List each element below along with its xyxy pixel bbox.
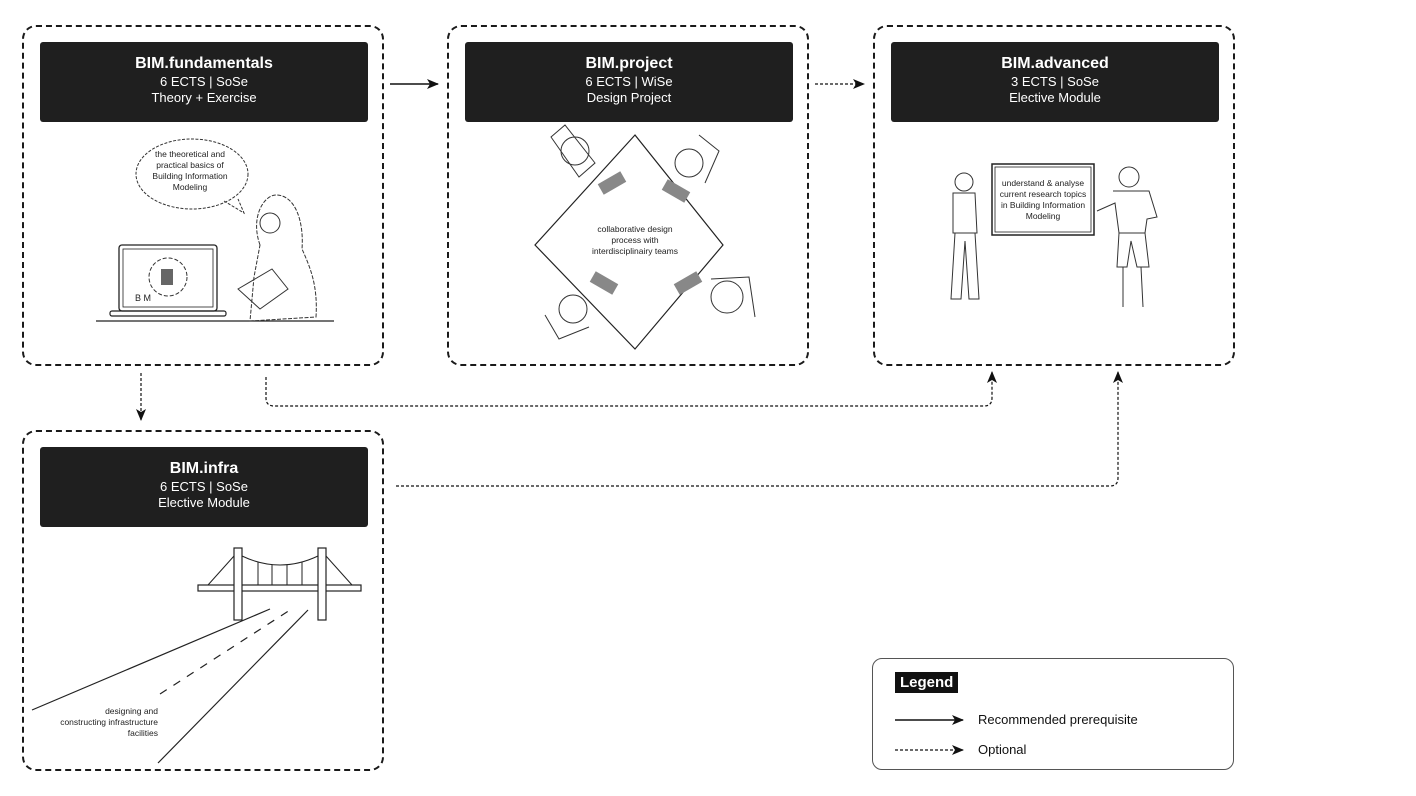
module-type: Theory + Exercise [151,90,257,105]
module-type: Elective Module [158,495,250,510]
module-caption: the theoretical and practical basics of … [152,149,228,192]
legend-label-recommended: Recommended prerequisite [978,712,1138,727]
legend-swatches [895,715,964,755]
module-title: BIM.infra [169,460,239,477]
module-credits: 6 ECTS | SoSe [160,479,248,494]
module-caption: collaborative design process with interd… [592,224,678,256]
module-type: Design Project [586,90,672,105]
presentation-illustration [950,163,1158,308]
student-laptop-illustration [96,138,334,322]
bridge-road-illustration [31,547,362,764]
module-credits: 3 ECTS | SoSe [1011,74,1099,89]
legend-label-optional: Optional [978,742,1027,757]
module-header: BIM.fundamentals 6 ECTS | SoSe Theory + … [40,42,368,122]
module-title: BIM.advanced [1001,55,1109,72]
module-credits: 6 ECTS | WiSe [585,74,673,89]
module-title: BIM.project [585,55,673,72]
module-card-fundamentals: BIM.fundamentals 6 ECTS | SoSe Theory + … [22,25,384,366]
module-credits: 6 ECTS | SoSe [160,74,248,89]
module-header: BIM.advanced 3 ECTS | SoSe Elective Modu… [891,42,1219,122]
legend-title: Legend [895,672,959,693]
arrow-infra-to-advanced [396,371,1123,487]
module-card-infra: BIM.infra 6 ECTS | SoSe Elective Module … [22,430,384,771]
laptop-screen-text: B M [134,293,151,303]
module-title: BIM.fundamentals [135,55,273,72]
legend: Legend Recommended prerequisite Optional [872,658,1234,770]
module-header: BIM.infra 6 ECTS | SoSe Elective Module [40,447,368,527]
module-header: BIM.project 6 ECTS | WiSe Design Project [465,42,793,122]
module-type: Elective Module [1009,90,1101,105]
module-card-advanced: BIM.advanced 3 ECTS | SoSe Elective Modu… [873,25,1235,366]
module-caption: understand & analyse current research to… [999,178,1087,221]
arrow-fundamentals-to-advanced [265,371,997,407]
module-caption: designing and constructing infrastructur… [60,706,158,738]
team-table-illustration [534,124,756,350]
module-card-project: BIM.project 6 ECTS | WiSe Design Project… [447,25,809,366]
